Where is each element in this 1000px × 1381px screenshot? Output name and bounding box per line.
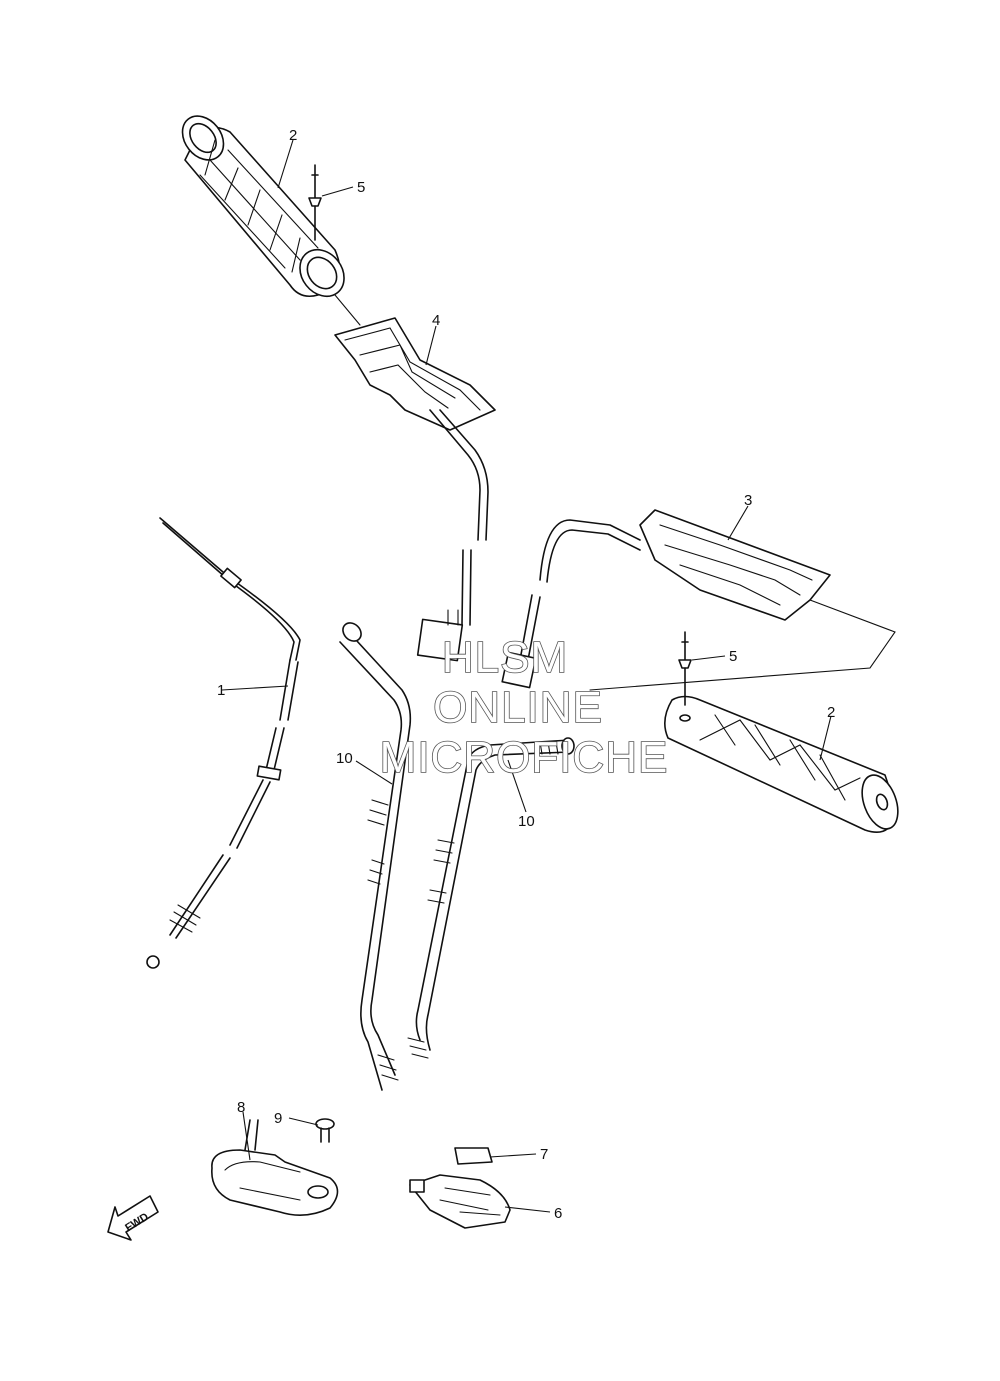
throttle-cable <box>146 517 301 969</box>
callout-3: 3 <box>744 492 752 509</box>
callout-5-lower: 5 <box>729 648 737 665</box>
switch-housing-clamp <box>409 1174 511 1229</box>
right-grip-heater-element <box>539 509 896 691</box>
handlebar-clamp-bracket <box>211 1119 339 1216</box>
right-handlebar-grip <box>664 695 899 833</box>
watermark: HLSM ONLINE MICROFICHE <box>379 632 669 783</box>
callout-9: 9 <box>274 1110 282 1127</box>
left-handlebar-grip <box>181 115 345 298</box>
callout-10-left: 10 <box>336 750 353 767</box>
rivet-pin-upper <box>308 164 322 241</box>
right-heater-wire-harness <box>501 594 541 689</box>
callout-6: 6 <box>554 1205 562 1222</box>
forward-arrow-icon: FWD <box>107 1195 159 1241</box>
watermark-line-2: ONLINE <box>433 683 603 732</box>
callout-2-upper: 2 <box>289 127 297 144</box>
left-grip-heater-element <box>334 294 496 431</box>
mounting-screw <box>315 1118 335 1143</box>
callout-10-right: 10 <box>518 813 535 830</box>
watermark-line-1: HLSM <box>442 633 568 682</box>
left-heater-wire-harness <box>416 409 489 662</box>
adhesive-pad <box>454 1147 493 1165</box>
callout-2-lower: 2 <box>827 704 835 721</box>
callout-5-upper: 5 <box>357 179 365 196</box>
callout-4: 4 <box>432 312 440 329</box>
callout-labels: 1 2 2 3 4 5 5 6 7 8 9 10 10 <box>217 127 835 1222</box>
rivet-pin-lower <box>678 631 692 706</box>
watermark-line-3: MICROFICHE <box>380 733 669 782</box>
leader-lines <box>221 139 832 1213</box>
callout-1: 1 <box>217 682 225 699</box>
callout-7: 7 <box>540 1146 548 1163</box>
handlebar-tube-right <box>407 737 575 1059</box>
callout-8: 8 <box>237 1099 245 1116</box>
handlebar-tube-left <box>339 622 412 1091</box>
